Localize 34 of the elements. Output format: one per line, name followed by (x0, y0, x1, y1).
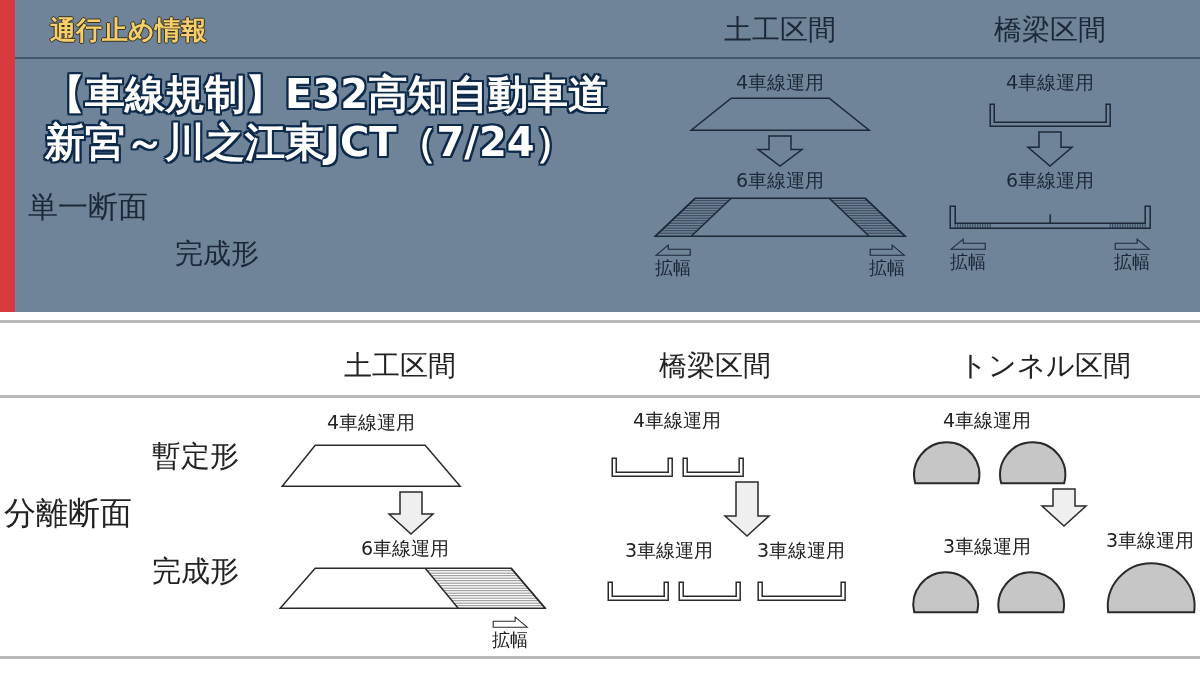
row-label: 完成形 (175, 238, 259, 271)
category-label: 通行止め情報 (50, 16, 207, 46)
block-arrow (1040, 488, 1088, 527)
lane-operation-label: 3車線運用 (1105, 530, 1195, 552)
row-label: 完成形 (152, 555, 239, 589)
lane-operation-label: 6車線運用 (735, 170, 825, 192)
lane-operation-label: 3車線運用 (624, 540, 714, 562)
lane-operation-label: 4車線運用 (326, 412, 416, 434)
lane-operation-label: 4車線運用 (1005, 72, 1095, 94)
section-label: 分離断面 (4, 495, 132, 532)
column-header: 橋梁区間 (994, 14, 1106, 47)
column-header: 土工区間 (724, 14, 836, 47)
lane-operation-label: 4車線運用 (735, 72, 825, 94)
block-arrow (387, 491, 435, 535)
section-label: 単一断面 (28, 190, 148, 225)
block-arrow (755, 135, 805, 167)
lane-operation-label: 6車線運用 (360, 538, 450, 560)
column-header: トンネル区間 (959, 350, 1131, 383)
lane-operation-label: 4車線運用 (942, 410, 1032, 432)
lane-operation-label: 6車線運用 (1005, 170, 1095, 192)
widening-label: 拡幅 (950, 252, 986, 273)
widening-label: 拡幅 (869, 258, 905, 279)
widening-label: 拡幅 (1114, 252, 1150, 273)
column-header: 土工区間 (344, 350, 456, 383)
lane-operation-label: 4車線運用 (632, 410, 722, 432)
lane-operation-label: 3車線運用 (942, 536, 1032, 558)
block-arrow (723, 481, 771, 537)
headline: 【車線規制】E32高知自動車道新宮～川之江東JCT（7/24） (45, 70, 609, 166)
column-header: 橋梁区間 (659, 350, 771, 383)
lane-operation-label: 3車線運用 (756, 540, 846, 562)
row-label: 暫定形 (152, 440, 239, 474)
widening-label: 拡幅 (655, 258, 691, 279)
widening-label: 拡幅 (492, 630, 528, 651)
block-arrow (1025, 131, 1075, 167)
